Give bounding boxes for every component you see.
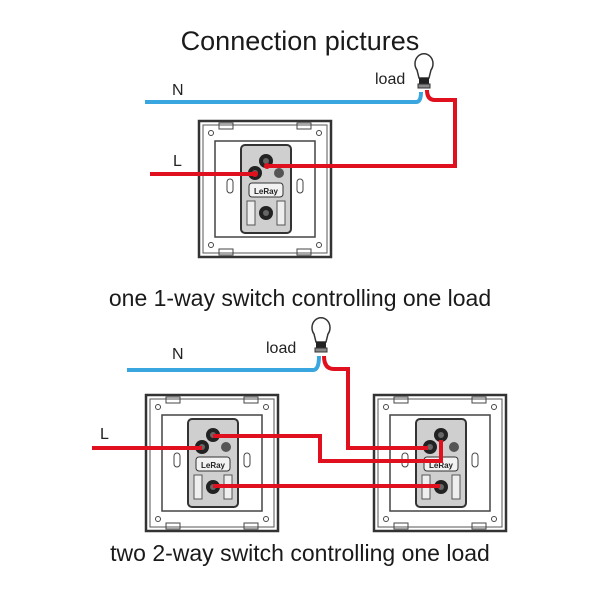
- page-title: Connection pictures: [180, 26, 420, 56]
- label-n: N: [172, 346, 184, 363]
- brand-label: LeRay: [254, 187, 279, 196]
- neutral-wire: [145, 91, 423, 104]
- diagram-one-way: LeRay N L load: [145, 52, 457, 259]
- terminal-dot: [252, 171, 258, 177]
- label-load: load: [266, 340, 296, 357]
- bulb-icon: [311, 316, 331, 353]
- label-l: L: [100, 426, 109, 443]
- brand-label-right: LeRay: [429, 461, 454, 470]
- traveler-wire-1: [213, 434, 443, 463]
- caption-one-way: one 1-way switch controlling one load: [108, 285, 492, 311]
- caption-two-way: two 2-way switch controlling one load: [110, 540, 490, 566]
- neutral-wire: [127, 355, 321, 372]
- load-wire: [322, 355, 428, 450]
- terminal-dot: [264, 163, 270, 169]
- bulb-icon: [414, 52, 434, 89]
- label-l: L: [173, 153, 182, 170]
- diagram-two-way: LeRay LeRay N L load: [92, 316, 508, 533]
- load-wire: [267, 89, 457, 168]
- brand-label-left: LeRay: [201, 461, 226, 470]
- label-load: load: [375, 71, 405, 88]
- label-n: N: [172, 82, 184, 99]
